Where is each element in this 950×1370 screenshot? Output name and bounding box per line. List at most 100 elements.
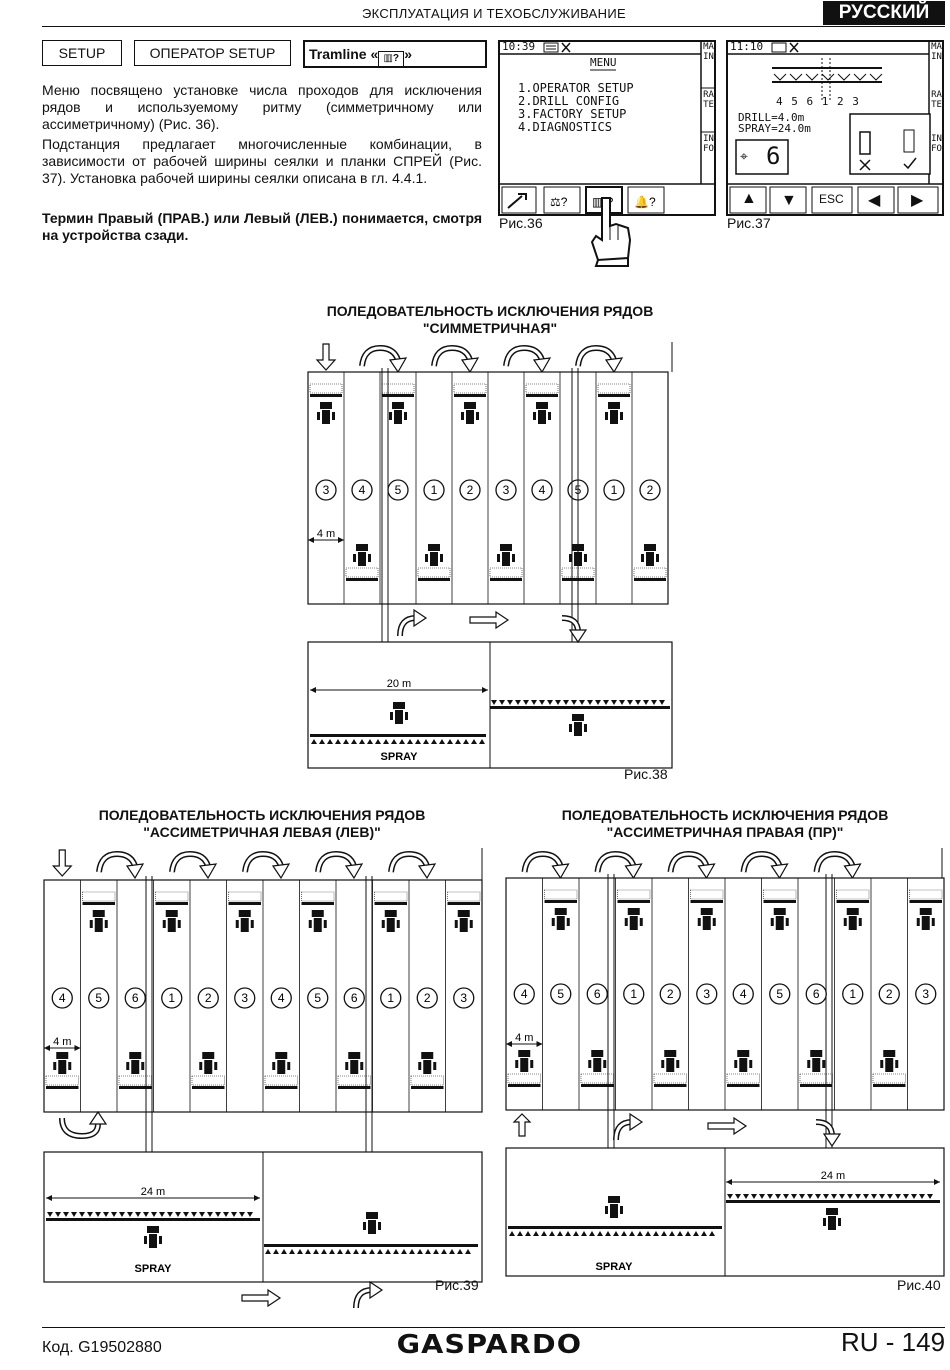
row-number-marker — [513, 983, 535, 1005]
tractor-icon-wheel-l — [418, 1062, 422, 1070]
row-number-marker — [696, 983, 718, 1005]
arrow-down-button-icon[interactable]: ▼ — [781, 192, 797, 209]
esc-button[interactable]: ESC — [819, 192, 844, 206]
drill-unit-icon-bar — [192, 1086, 225, 1089]
breadcrumb-setup[interactable]: SETUP — [42, 40, 122, 66]
fig36-lcd-frame: ⚖? ▥ ? 🔔? — [498, 40, 716, 216]
breadcrumb-tramline[interactable]: Tramline «▥?» — [303, 40, 487, 68]
spray-label: SPRAY — [381, 751, 419, 763]
drill-unit-icon-seeds — [337, 1075, 371, 1086]
row-number-label: 2 — [647, 483, 654, 497]
drill-unit-icon-bar — [490, 578, 522, 581]
row-number-marker — [639, 479, 661, 501]
tractor-icon-body — [610, 410, 618, 424]
uturn-arrow-icon-inner — [576, 346, 616, 367]
row-number-marker — [351, 479, 373, 501]
direction-arrow-icon — [469, 610, 510, 630]
row-number-label: 6 — [351, 991, 358, 1005]
arrow-left-button-icon[interactable]: ◀ — [868, 192, 881, 209]
tractor-icon-wheel-r — [656, 554, 659, 562]
tractor-icon-cab — [202, 1052, 215, 1059]
uturn-arrow-icon-head — [770, 863, 789, 880]
row-number-label: 4 — [521, 987, 528, 1001]
fig36-menu-title: MENU — [590, 56, 617, 69]
tractor-icon-wheel-r — [512, 554, 515, 562]
spray-boom-icon-bar — [508, 1226, 722, 1229]
menu-item-factory-setup[interactable]: 3.FACTORY SETUP — [518, 107, 627, 121]
tractor-icon-cab — [275, 1052, 288, 1059]
document-code: Код. G19502880 — [42, 1339, 162, 1356]
sprayer-tractor-icon-cab — [572, 714, 584, 721]
menu-item-diagnostics[interactable]: 4.DIAGNOSTICS — [518, 120, 612, 134]
tractor-icon-cab — [591, 1050, 604, 1057]
sprayer-tractor-icon-wheel-l — [363, 1222, 366, 1230]
tractor-icon-cab — [810, 1050, 823, 1057]
fig36-tab-rate[interactable]: RATE — [703, 90, 714, 110]
tractor-icon-wheel-r — [469, 920, 473, 928]
sprayer-tractor-icon-wheel-r — [584, 724, 587, 732]
uturn-arrow-icon-head — [460, 357, 480, 374]
tractor-icon-cab — [518, 1050, 531, 1057]
fig37-value: 6 — [766, 142, 781, 170]
drill-unit-icon-bar — [310, 394, 342, 397]
tractor-icon-cab — [700, 908, 713, 915]
tractor-icon-body — [629, 916, 638, 930]
tractor-icon-wheel-l — [381, 920, 385, 928]
fig37-tab-info[interactable]: INFO — [931, 134, 942, 154]
drill-unit-icon-seeds — [381, 383, 415, 394]
row-number-label: 4 — [539, 483, 546, 497]
row-number-label: 6 — [132, 991, 139, 1005]
row-number-label: 5 — [557, 987, 564, 1001]
row-number-marker — [343, 987, 365, 1009]
fig37-tab-rate[interactable]: RATE — [931, 90, 942, 110]
tractor-icon-cab — [238, 910, 251, 917]
tractor-icon-cab — [392, 402, 404, 409]
tractor-icon-body — [394, 410, 402, 424]
spray-boom-icon-bar — [264, 1244, 478, 1247]
tractor-icon-wheel-r — [785, 918, 789, 926]
header-rule — [42, 26, 945, 27]
row-number-marker — [878, 983, 900, 1005]
direction-arrow-icon — [241, 1288, 282, 1308]
drill-unit-icon-bar — [508, 1084, 541, 1087]
fig37-spray-width: SPRAY=24.0m — [738, 122, 811, 135]
tractor-icon-wheel-r — [368, 554, 371, 562]
fig36-tab-info[interactable]: INFO — [703, 134, 714, 154]
tractor-icon-wheel-r — [858, 918, 862, 926]
tractor-icon-wheel-r — [603, 1060, 607, 1068]
tractor-icon-wheel-l — [533, 412, 536, 420]
drill-unit-icon-bar — [82, 902, 115, 905]
drill-unit-icon-bar — [598, 394, 630, 397]
spray-boom-icon-nozzles — [311, 739, 485, 744]
row-number-marker — [732, 983, 754, 1005]
row-number-marker — [124, 987, 146, 1009]
fig37-sequence: 4 5 6 1 2 3 — [776, 95, 860, 108]
turn-arrow-head — [413, 608, 428, 628]
breadcrumb-operator-setup[interactable]: ОПЕРАТОР SETUP — [134, 40, 291, 66]
drill-unit-icon-bar — [617, 900, 650, 903]
menu-item-drill-config[interactable]: 2.DRILL CONFIG — [518, 94, 620, 108]
brand-logo: GASPARDO — [396, 1330, 583, 1360]
tractor-icon-body — [520, 1058, 529, 1072]
spray-width-dimension-head-r — [254, 1195, 260, 1201]
row-number-marker — [161, 987, 183, 1009]
uturn-arrow-inner — [60, 1117, 100, 1138]
tractor-icon-wheel-r — [895, 1060, 899, 1068]
uturn-arrow-icon-head — [697, 863, 716, 880]
arrow-up-button-icon[interactable]: ▲ — [741, 190, 757, 207]
menu-item-operator-setup[interactable]: 1.OPERATOR SETUP — [518, 81, 634, 95]
tractor-icon-cab — [384, 910, 397, 917]
tractor-icon-body — [322, 410, 330, 424]
row-number-marker — [423, 479, 445, 501]
tractor-icon-body — [277, 1060, 286, 1074]
tractor-icon-cab — [644, 544, 656, 551]
tractor-icon-body — [423, 1060, 432, 1074]
row-width-dimension-head-r — [536, 1041, 543, 1047]
fig37-tab-main[interactable]: MAIN — [931, 42, 942, 62]
arrow-right-button-icon[interactable]: ▶ — [911, 192, 924, 209]
fig36-tab-main[interactable]: MAIN — [703, 42, 714, 62]
tractor-icon-wheel-l — [353, 554, 356, 562]
tractor-icon-wheel-l — [515, 1060, 519, 1068]
